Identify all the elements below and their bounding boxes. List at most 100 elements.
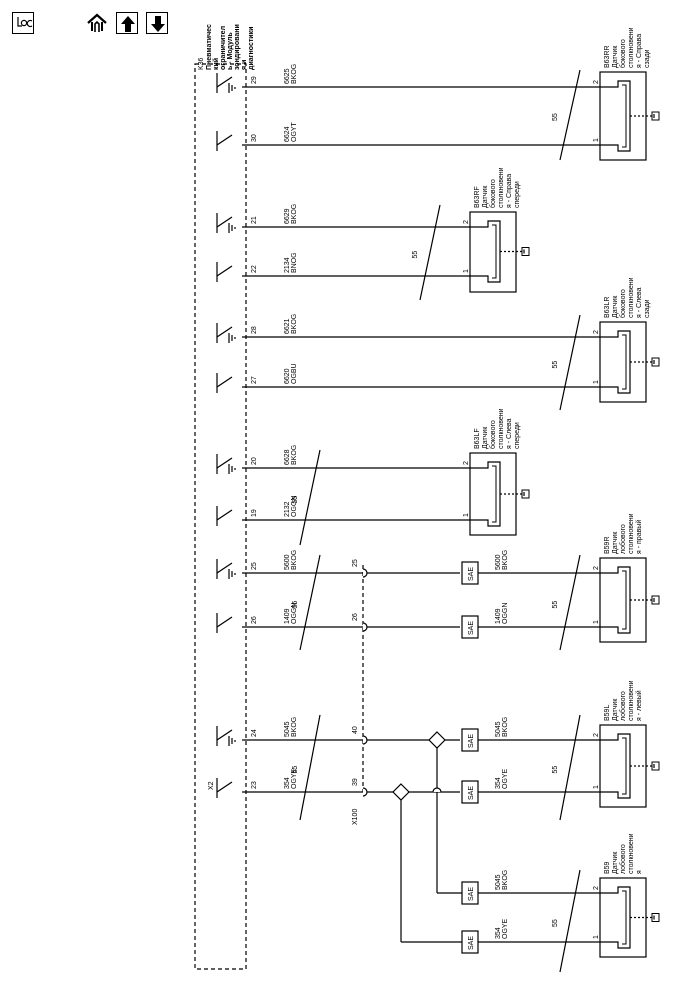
circuit-color-354: OGYE (291, 768, 298, 789)
x100-pin-39: 39 (352, 778, 359, 786)
sae-circuit-number-4: 5045 (495, 874, 502, 890)
sensor-ground-tab-B63LF (521, 489, 530, 499)
pin-label-19: 19 (251, 509, 258, 517)
circuit-color-2132: OGGN (291, 496, 298, 517)
pin-label-26: 26 (251, 616, 258, 624)
shield-label-6: 55 (552, 601, 559, 609)
sensor-desc-B63RR-1: бокового (619, 39, 627, 68)
shield-label-7: 55 (552, 766, 559, 774)
sensor-desc-B63LF-2: столкновени (498, 408, 505, 449)
shield-slash-0 (559, 69, 581, 161)
circuit-color-6624: OGYT (291, 121, 298, 142)
sensor-desc-B59R-2: столкновени (628, 513, 635, 554)
shield-slash-5 (299, 714, 321, 821)
circuit-color-5045: BKOG (291, 717, 298, 737)
sensor-desc-B63LR-1: бокового (619, 289, 627, 318)
sensor-pin-2-B59R: 2 (593, 566, 600, 570)
module-name-line-2: ограничител (220, 26, 227, 70)
pin-label-27: 27 (251, 376, 258, 384)
sensor-inner-B63LR (622, 334, 627, 390)
shield-slash-7 (559, 714, 581, 821)
junction-diamond-0 (428, 731, 446, 749)
sensor-desc-B59L-1: лобового (619, 691, 627, 721)
x100-pin-26: 26 (352, 613, 359, 621)
sensor-desc-B63LF-3: я - Слева (506, 418, 513, 449)
sensor-desc-B59-1: лобового (619, 844, 627, 874)
sae-circuit-color-3: OGYE (502, 768, 509, 789)
x2-connector-label: X2 (208, 781, 215, 790)
sensor-pin-1-B59: 1 (593, 935, 600, 939)
x100-crossing-0 (362, 568, 368, 578)
sensor-ref-B59L: B59L (604, 705, 611, 721)
sae-circuit-number-5: 354 (495, 927, 502, 939)
sae-circuit-number-1: 1409 (495, 608, 502, 624)
module-name-line-0: Пневматичес (206, 24, 213, 70)
sensor-ground-tab-B63RR (651, 111, 660, 121)
sae-label-3: SAE (468, 786, 475, 800)
module-name-line-6: диагностики (248, 27, 255, 70)
sensor-pin-1-B63LR: 1 (593, 380, 600, 384)
sensor-ground-tab-B63LR (651, 357, 660, 367)
sensor-inner-B63LF (492, 465, 497, 523)
pin-switch-19 (216, 509, 233, 521)
home-button[interactable] (86, 12, 108, 34)
sensor-desc-B63LF-4: спереди (514, 422, 521, 449)
sensor-desc-B59R-3: я - правый (635, 520, 643, 554)
pin-switch-22 (216, 265, 233, 277)
shield-slash-1 (419, 204, 441, 301)
pin-switch-28 (216, 326, 233, 338)
circuit-number-354: 354 (284, 777, 291, 789)
circuit-color-2134: BNOG (291, 252, 298, 273)
sensor-desc-B63RR-3: я - Справа (636, 34, 643, 68)
pin-switch-27 (216, 376, 233, 388)
sensor-pin-1-B59L: 1 (593, 785, 600, 789)
shield-label-2: 55 (552, 361, 559, 369)
sensor-desc-B63LR-0: Датчик (612, 295, 619, 318)
sensor-desc-B63LR-4: сзади (644, 299, 651, 318)
pin-switch-23 (216, 781, 233, 793)
sensor-pin-2-B63LF: 2 (463, 461, 470, 465)
sae-circuit-color-1: OGGN (502, 603, 509, 624)
sae-circuit-color-2: BKOG (502, 717, 509, 737)
arrow-up-icon (121, 16, 135, 32)
pin-label-28: 28 (251, 326, 258, 334)
shield-slash-2 (559, 314, 581, 411)
arrow-down-icon (151, 16, 165, 32)
x100-pin-40: 40 (352, 726, 359, 734)
pin-label-25: 25 (251, 562, 258, 570)
circuit-number-2132: 2132 (284, 501, 291, 517)
sae-circuit-number-3: 354 (495, 777, 502, 789)
module-outline (194, 63, 247, 970)
module-name-line-3: ь - Модуль (227, 32, 234, 70)
circuit-color-6621: BKOG (291, 314, 298, 334)
sensor-inner-B59R (622, 570, 627, 630)
circuit-number-6628: 6628 (284, 449, 291, 465)
circuit-color-5600: BKOG (291, 550, 298, 570)
sensor-ref-B59: B59 (604, 861, 611, 874)
up-button[interactable] (116, 12, 138, 34)
shield-slash-4 (299, 554, 321, 651)
shield-label-3: 55 (292, 496, 299, 504)
sensor-pin-2-B59L: 2 (593, 733, 600, 737)
sensor-inner-B59 (622, 890, 627, 945)
pin-label-20: 20 (251, 457, 258, 465)
pin-switch-29 (216, 76, 233, 88)
sae-circuit-color-5: OGYE (502, 918, 509, 939)
shield-label-4: 55 (292, 601, 299, 609)
shield-slash-3 (299, 449, 321, 546)
x100-pin-25: 25 (352, 559, 359, 567)
circuit-color-1409: OGGN (291, 603, 298, 624)
down-button[interactable] (146, 12, 168, 34)
sensor-pin-1-B63RF: 1 (463, 269, 470, 273)
sensor-pin-2-B63RF: 2 (463, 220, 470, 224)
sensor-ground-tab-B63RF (521, 247, 530, 256)
sae-circuit-number-0: 5600 (495, 554, 502, 570)
loc-button[interactable] (12, 12, 34, 34)
sensor-pin-1-B63RR: 1 (593, 138, 600, 142)
sae-label-2: SAE (468, 734, 475, 748)
circuit-number-5045: 5045 (284, 721, 291, 737)
sensor-inner-B63RF (492, 224, 497, 279)
circuit-number-6620: 6620 (284, 368, 291, 384)
sensor-ref-B63RF: B63RF (474, 186, 481, 208)
